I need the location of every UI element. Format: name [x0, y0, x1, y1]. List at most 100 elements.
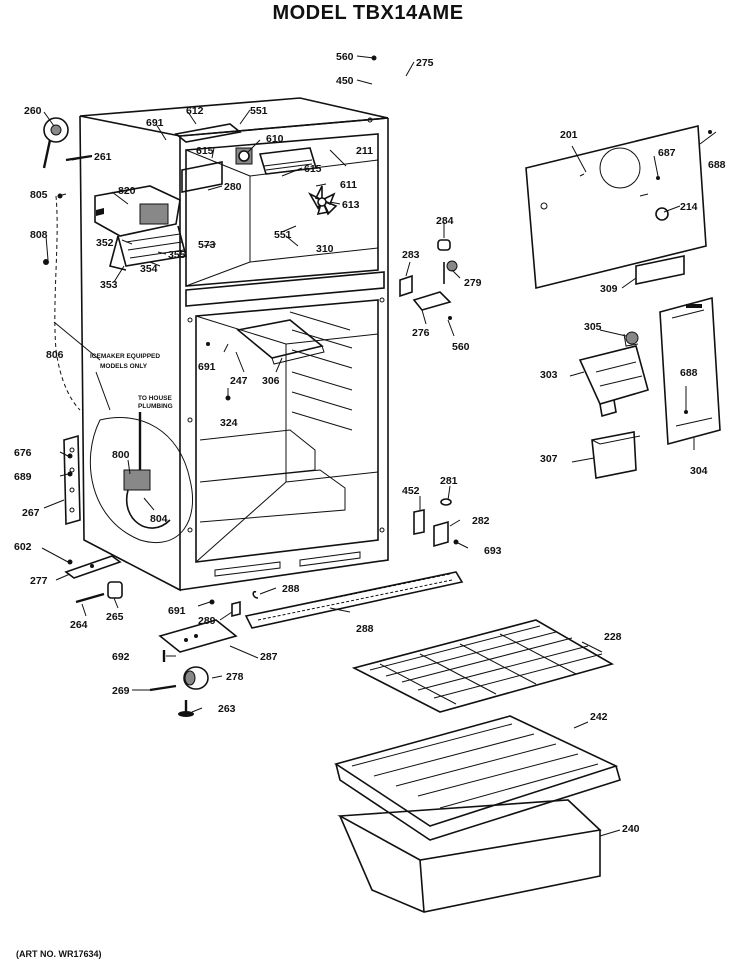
callout-281: 281 [440, 475, 458, 487]
water-valve [123, 412, 171, 529]
control-housing-303 [578, 345, 649, 418]
callout-247: 247 [230, 375, 248, 387]
callout-551: 551 [250, 105, 268, 117]
callout-804: 804 [150, 513, 168, 525]
callout-612: 612 [186, 105, 204, 117]
callout-613: 613 [342, 199, 360, 211]
callout-610: 610 [266, 133, 284, 145]
lower-hinge [64, 555, 122, 579]
leveling-leg [178, 700, 194, 717]
callout-260: 260 [24, 105, 42, 117]
crisper-pan-240 [337, 799, 602, 913]
shelf-support-308 [236, 319, 325, 365]
icemaker-note-line2: MODELS ONLY [100, 363, 148, 370]
label-309 [635, 255, 685, 285]
callout-452: 452 [402, 485, 420, 497]
bolt-269 [149, 684, 177, 692]
part-281 [440, 498, 452, 506]
callout-691: 691 [198, 361, 216, 373]
callout-labels: 560 275 450 260 612 551 691 610 615 211 … [14, 51, 726, 835]
callout-303: 303 [540, 369, 558, 381]
damper-parts [437, 239, 458, 284]
part-276 [412, 291, 452, 311]
callout-269: 269 [112, 685, 130, 697]
callout-602: 602 [14, 541, 32, 553]
fasteners [43, 55, 712, 605]
part-452 [413, 509, 425, 535]
callout-352: 352 [96, 237, 114, 249]
water-line [54, 195, 81, 411]
callout-551: 551 [274, 229, 292, 241]
clip-289 [231, 600, 241, 618]
drain-tube [42, 117, 69, 169]
callout-354: 354 [140, 263, 158, 275]
callout-280: 280 [224, 181, 242, 193]
callout-324: 324 [220, 417, 238, 429]
part-305 [623, 331, 639, 347]
valve-bracket [63, 434, 81, 526]
callout-676: 676 [14, 447, 32, 459]
callout-288: 288 [282, 583, 300, 595]
callout-692: 692 [112, 651, 130, 663]
crisper-cover-242 [334, 715, 621, 841]
callout-306: 306 [262, 375, 280, 387]
callout-355: 355 [168, 249, 186, 261]
callout-615: 615 [304, 163, 322, 175]
callout-691: 691 [168, 605, 186, 617]
callout-310: 310 [316, 243, 334, 255]
callout-305: 305 [584, 321, 602, 333]
callout-267: 267 [22, 507, 40, 519]
callout-242: 242 [590, 711, 608, 723]
callout-284: 284 [436, 215, 454, 227]
callout-211: 211 [356, 145, 373, 157]
callout-265: 265 [106, 611, 124, 623]
callout-287: 287 [260, 651, 278, 663]
part-261 [65, 154, 93, 162]
callout-450: 450 [336, 75, 354, 87]
callout-228: 228 [604, 631, 622, 643]
refrigerator-cabinet [79, 97, 389, 592]
icemaker-note-line1: ICEMAKER EQUIPPED [90, 353, 160, 360]
diagram-title: MODEL TBX14AME [272, 2, 464, 24]
callout-573: 573 [198, 239, 216, 251]
callout-283: 283 [402, 249, 420, 261]
light-shield-307 [591, 431, 641, 479]
back-panel [525, 124, 707, 290]
callout-688: 688 [680, 367, 698, 379]
callout-240: 240 [622, 823, 640, 835]
callout-275: 275 [416, 57, 434, 69]
callout-304: 304 [690, 465, 708, 477]
callout-261: 261 [94, 151, 112, 163]
base-grille [244, 571, 464, 629]
wire-shelf-228 [351, 619, 615, 713]
part-282 [433, 520, 449, 548]
callout-277: 277 [30, 575, 48, 587]
callout-800: 800 [112, 449, 130, 461]
callout-289: 289 [198, 615, 216, 627]
callout-560: 560 [336, 51, 354, 63]
callout-611: 611 [340, 179, 357, 191]
plumbing-note-line1: TO HOUSE [138, 395, 172, 402]
leader-lines [41, 55, 717, 837]
part-283 [399, 274, 413, 298]
callout-693: 693 [484, 545, 502, 557]
clip-288 [252, 590, 259, 599]
callout-264: 264 [70, 619, 88, 631]
callout-353: 353 [100, 279, 118, 291]
callout-687: 687 [658, 147, 676, 159]
callout-615: 615 [196, 145, 214, 157]
callout-276: 276 [412, 327, 430, 339]
callout-307: 307 [540, 453, 558, 465]
callout-201: 201 [560, 129, 578, 141]
bottom-hinge-bracket [158, 619, 238, 653]
callout-309: 309 [600, 283, 618, 295]
callout-214: 214 [680, 201, 698, 213]
evaporator-fan [307, 185, 338, 216]
callout-288: 288 [356, 623, 374, 635]
callout-279: 279 [464, 277, 482, 289]
callout-560: 560 [452, 341, 470, 353]
callout-689: 689 [14, 471, 32, 483]
hinge-pin [75, 581, 123, 604]
callout-278: 278 [226, 671, 244, 683]
